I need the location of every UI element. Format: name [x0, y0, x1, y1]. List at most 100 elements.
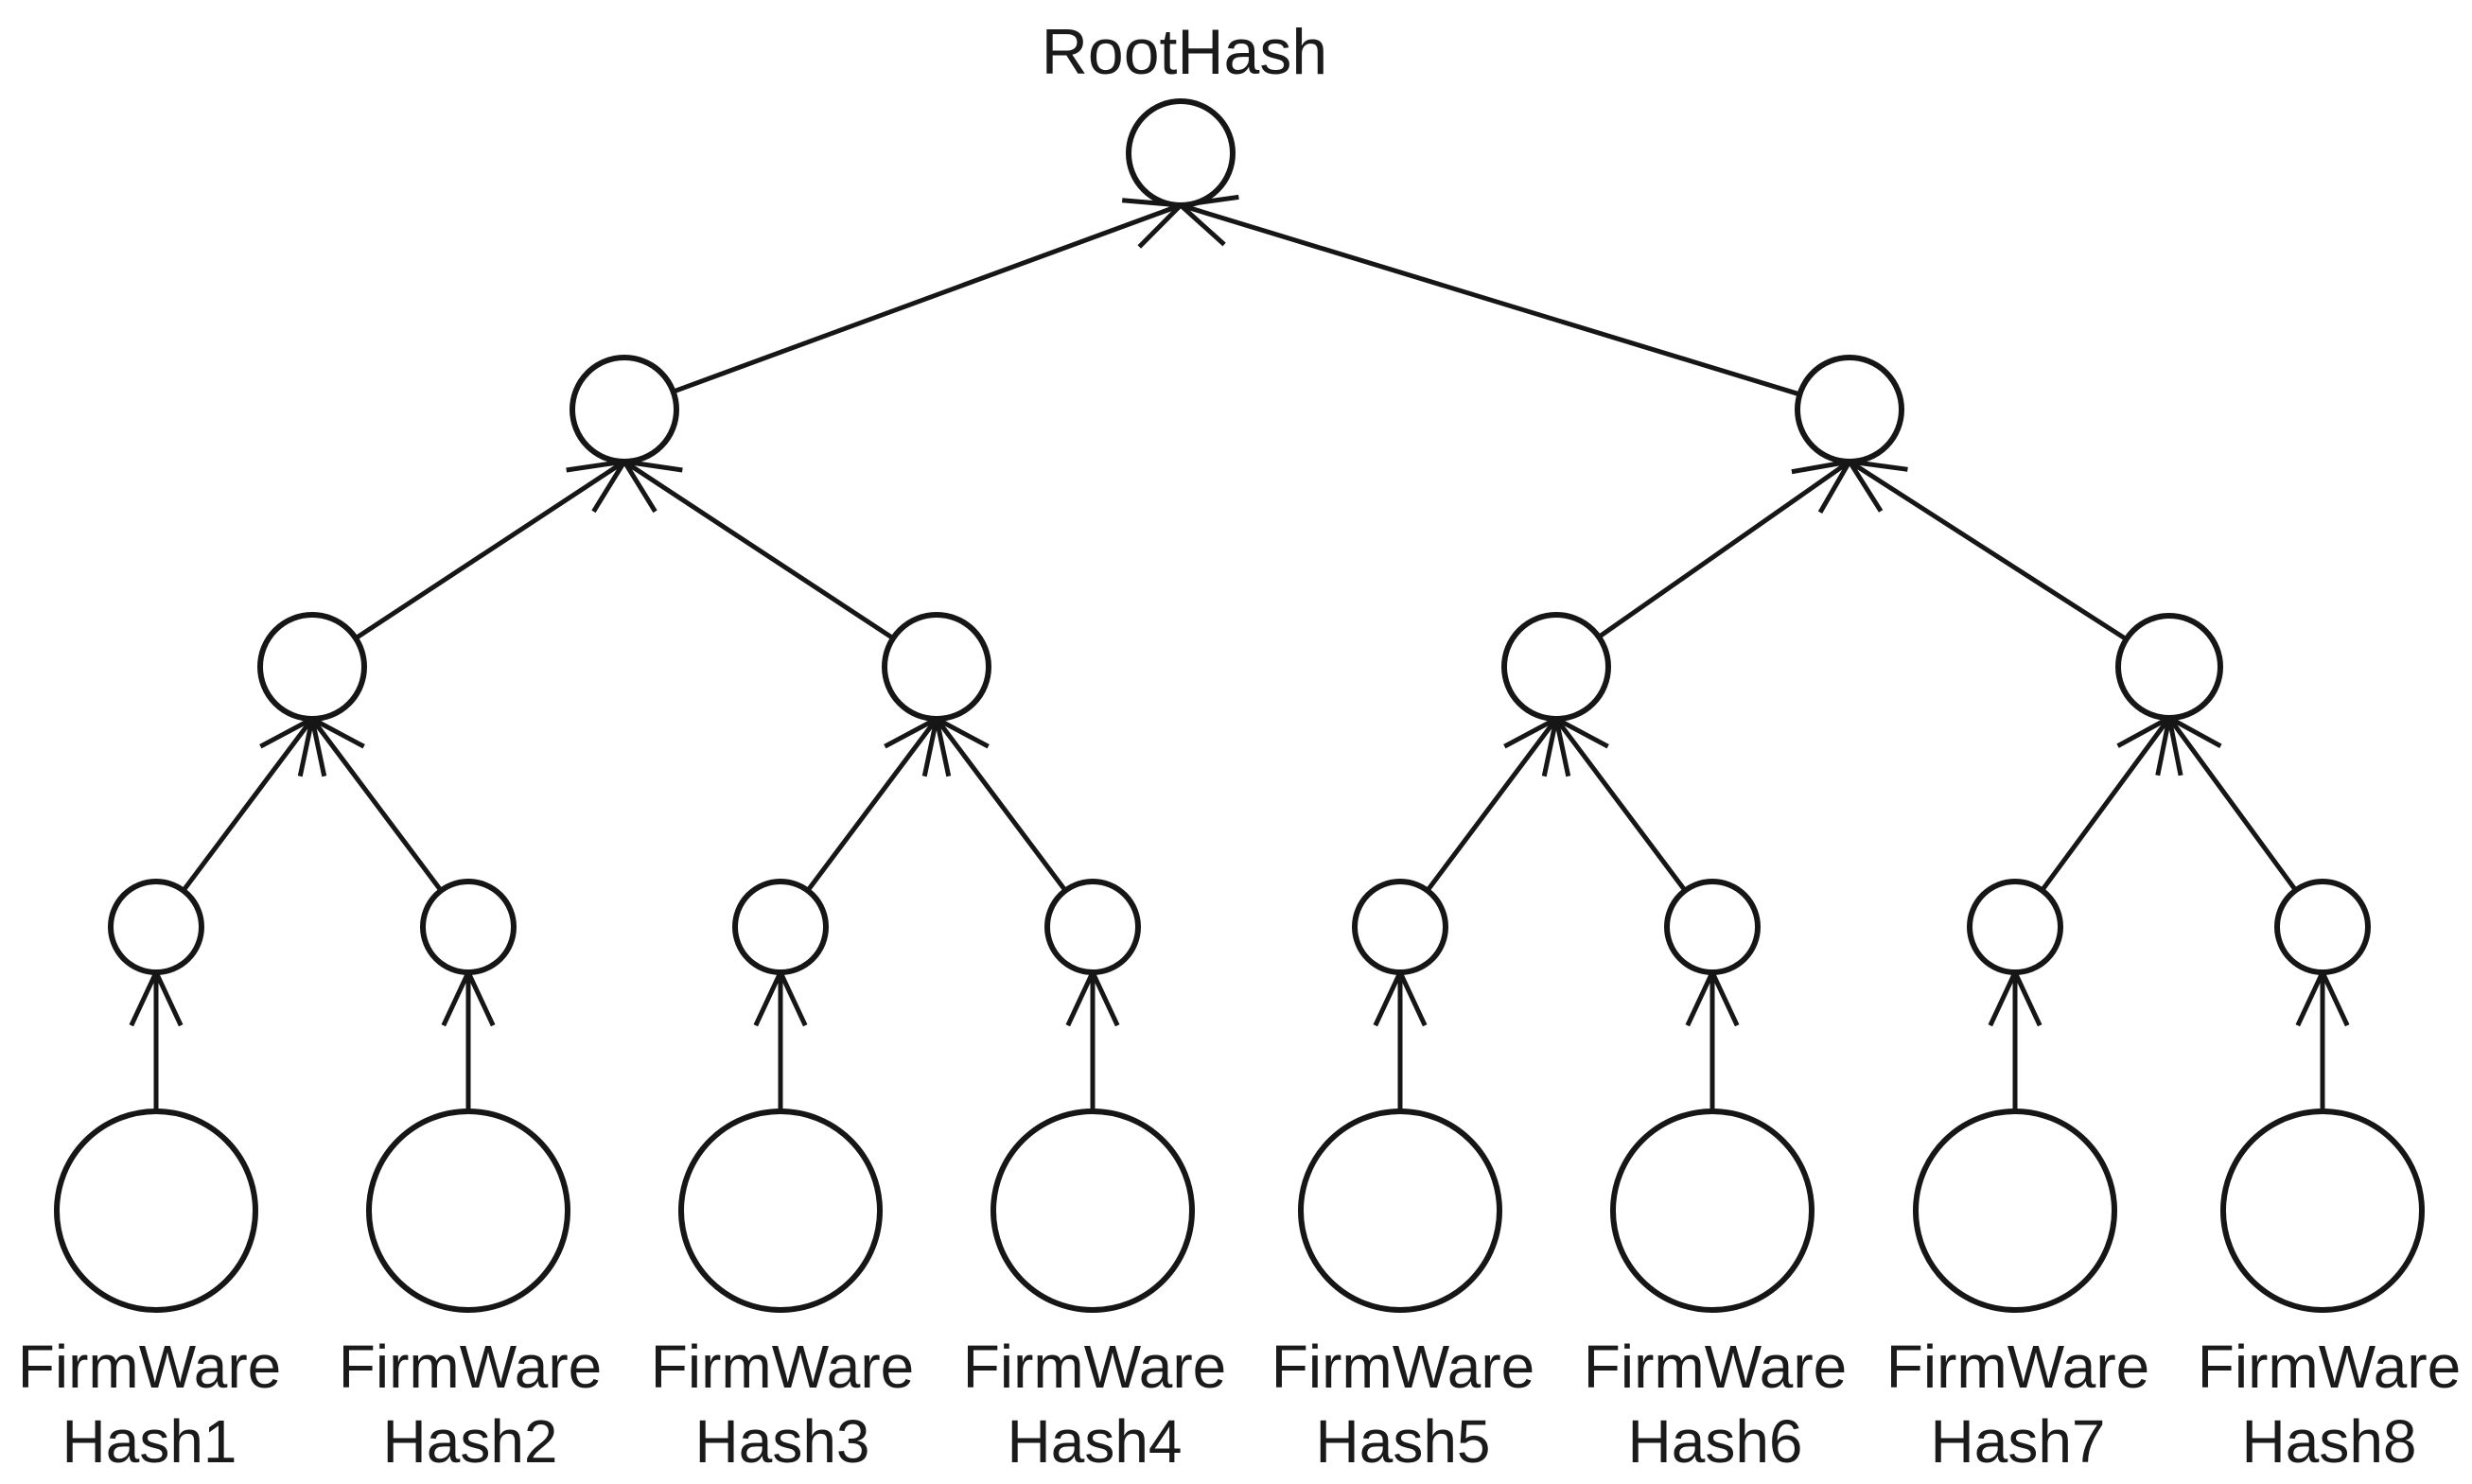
firmware-data-node-5 — [1298, 1109, 1502, 1313]
internal-node-l3-2 — [882, 612, 991, 722]
arrowhead-barb — [2012, 970, 2042, 1027]
edge-n3_1-to-n2_1 — [354, 459, 627, 640]
hash-node-3 — [732, 879, 829, 975]
edge-n4_6-to-n3_3 — [1553, 716, 1688, 893]
hash-node-6 — [1664, 879, 1761, 975]
arrowhead-barb — [2295, 970, 2325, 1027]
leaf-label-5-line2: Hash5 — [1316, 1407, 1491, 1475]
arrowhead-barb — [1090, 970, 1120, 1027]
arrowhead-barb — [1847, 460, 1884, 513]
edge-leaf8-to-n4_8 — [2295, 970, 2350, 1111]
leaf-label-1-line2: Hash1 — [62, 1407, 237, 1475]
hash-node-5 — [1352, 879, 1448, 975]
edge-n4_5-to-n3_3 — [1425, 716, 1559, 893]
tree-edges — [129, 194, 2350, 1111]
arrowhead-barb — [935, 716, 990, 749]
arrowhead-barb — [778, 970, 808, 1027]
arrowhead-barb — [129, 970, 159, 1027]
edge-n3_2-to-n2_1 — [622, 459, 895, 640]
firmware-data-node-7 — [1913, 1109, 2117, 1313]
edge-line — [934, 717, 1068, 893]
edge-n2_2-to-root — [1179, 194, 1801, 397]
edge-leaf5-to-n4_5 — [1373, 970, 1428, 1111]
edge-line — [1425, 717, 1559, 893]
edge-leaf1-to-n4_1 — [129, 970, 184, 1111]
arrowhead-barb — [622, 460, 657, 514]
edge-line — [2166, 716, 2298, 892]
arrowhead-barb — [1553, 718, 1571, 777]
leaf-label-4-line1: FirmWare — [963, 1333, 1226, 1401]
internal-node-l3-3 — [1501, 612, 1611, 722]
leaf-label-2-line2: Hash2 — [383, 1407, 558, 1475]
edge-line — [354, 459, 626, 640]
tree-labels: RootHashFirmWareHash1FirmWareHash2FirmWa… — [18, 16, 2461, 1475]
edge-n2_1-to-root — [672, 198, 1183, 394]
internal-node-l2-left — [570, 355, 679, 464]
arrowhead-barb — [1179, 203, 1226, 247]
edge-leaf4-to-n4_4 — [1065, 970, 1120, 1111]
leaf-label-3-line2: Hash3 — [695, 1407, 870, 1475]
root-hash-label: RootHash — [1042, 16, 1327, 88]
arrowhead-barb — [1397, 970, 1428, 1027]
arrowhead-barb — [1503, 716, 1558, 749]
leaf-label-6-line1: FirmWare — [1584, 1333, 1847, 1401]
hash-node-7 — [1967, 879, 2063, 975]
edge-leaf2-to-n4_2 — [441, 970, 496, 1111]
edge-leaf3-to-n4_3 — [753, 970, 808, 1111]
arrowhead-barb — [1709, 970, 1740, 1027]
arrowhead-barb — [2116, 715, 2171, 748]
arrowhead-barb — [2155, 717, 2172, 777]
arrowhead-barb — [153, 970, 184, 1027]
hash-node-1 — [108, 879, 204, 975]
arrowhead-barb — [591, 460, 627, 514]
leaf-label-6-line2: Hash6 — [1628, 1407, 1803, 1475]
leaf-label-7-line1: FirmWare — [1886, 1333, 2149, 1401]
leaf-label-8-line1: FirmWare — [2198, 1333, 2461, 1401]
edge-n4_2-to-n3_1 — [309, 716, 444, 893]
arrowhead-barb — [259, 716, 314, 749]
firmware-data-node-8 — [2220, 1109, 2425, 1313]
arrowhead-barb — [753, 970, 783, 1027]
leaf-label-8-line2: Hash8 — [2242, 1407, 2417, 1475]
edge-line — [805, 717, 938, 893]
edge-line — [1180, 202, 1801, 397]
edge-n4_7-to-n3_4 — [2040, 715, 2172, 892]
leaf-label-1-line1: FirmWare — [18, 1333, 281, 1401]
edge-n4_4-to-n3_2 — [934, 716, 1068, 893]
edge-line — [181, 717, 314, 893]
tree-nodes — [54, 98, 2425, 1313]
edge-line — [1553, 717, 1688, 893]
firmware-data-node-4 — [991, 1109, 1195, 1313]
arrowhead-barb — [2320, 970, 2350, 1027]
arrowhead-barb — [1065, 970, 1096, 1027]
leaf-label-5-line1: FirmWare — [1271, 1333, 1534, 1401]
internal-node-l3-4 — [2115, 613, 2223, 721]
arrowhead-barb — [2167, 715, 2222, 749]
edge-leaf6-to-n4_6 — [1685, 970, 1740, 1111]
leaf-label-3-line1: FirmWare — [651, 1333, 914, 1401]
arrowhead-barb — [309, 718, 327, 777]
arrowhead-barb — [2166, 717, 2183, 777]
arrowhead-barb — [1373, 970, 1403, 1027]
leaf-label-2-line1: FirmWare — [339, 1333, 602, 1401]
edge-line — [672, 202, 1182, 394]
arrowhead-barb — [1988, 970, 2018, 1027]
arrowhead-barb — [1541, 718, 1559, 777]
arrowhead-barb — [1137, 203, 1183, 249]
firmware-data-node-1 — [54, 1109, 258, 1313]
firmware-data-node-3 — [678, 1109, 883, 1313]
arrowhead-barb — [310, 716, 365, 749]
arrowhead-barb — [884, 716, 938, 749]
edge-line — [310, 717, 444, 893]
edge-line — [1848, 459, 2128, 641]
edge-line — [1597, 459, 1851, 639]
hash-node-8 — [2274, 879, 2371, 975]
leaf-label-7-line2: Hash7 — [1931, 1407, 2106, 1475]
edge-n3_3-to-n2_2 — [1597, 459, 1852, 639]
root-hash-node — [1126, 98, 1236, 208]
edge-n4_1-to-n3_1 — [181, 716, 315, 893]
hash-node-2 — [420, 879, 517, 975]
edge-n4_8-to-n3_4 — [2166, 715, 2298, 892]
hash-node-4 — [1044, 879, 1141, 975]
